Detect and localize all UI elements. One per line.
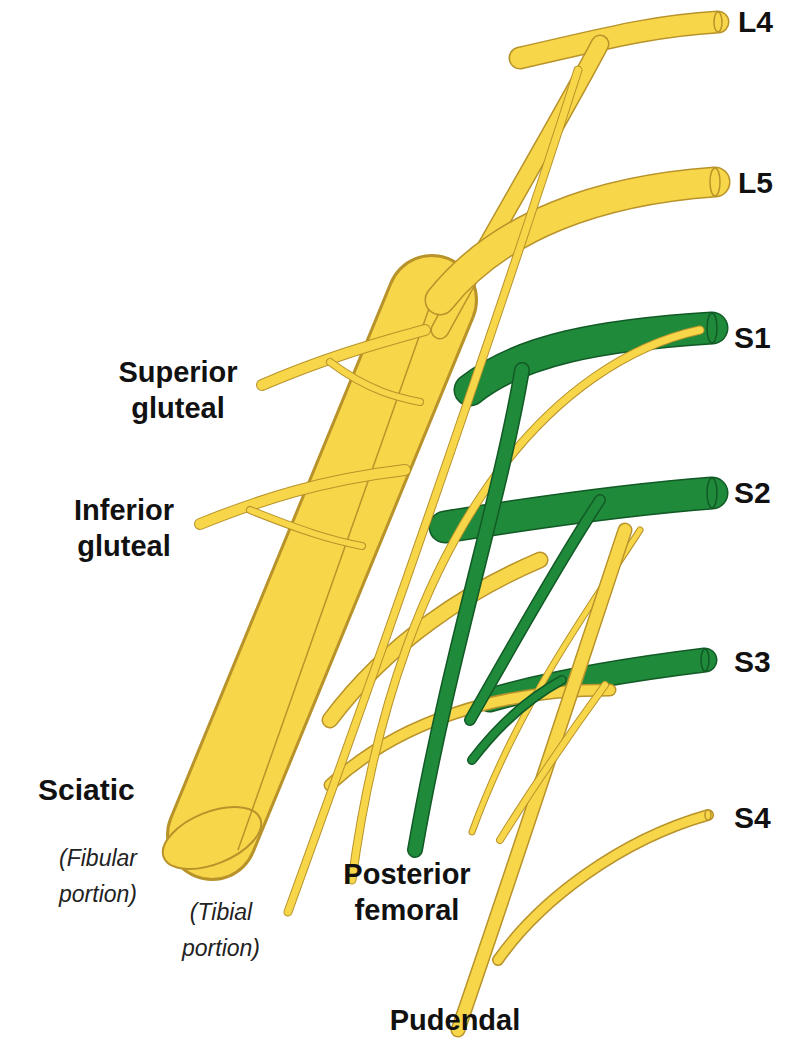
nerve-label: Posterior femoral	[322, 856, 492, 928]
posterior-femoral-nerve	[415, 370, 600, 850]
root-label: S3	[734, 644, 794, 680]
nerve-outline	[330, 362, 420, 402]
nerve-outline	[472, 680, 562, 760]
nerve	[472, 680, 562, 760]
nerve-cut-end	[714, 12, 722, 32]
division-line	[238, 300, 432, 850]
nerve-outline	[440, 182, 715, 300]
root-label: S2	[734, 475, 794, 511]
nerve	[330, 362, 420, 402]
nerve-cut-end	[710, 168, 720, 196]
nerve-outline	[262, 330, 425, 385]
nerve-cut-end	[705, 810, 711, 820]
nerve-outline	[200, 470, 405, 524]
portion-note: (Tibial portion)	[162, 894, 280, 966]
nerve-cut-end	[707, 478, 717, 508]
nerve	[520, 22, 718, 58]
nerve-outline	[250, 510, 362, 546]
root-label: S4	[734, 800, 794, 836]
root-label: S1	[734, 320, 794, 356]
nerve	[250, 510, 362, 546]
nerve-outline	[470, 500, 600, 720]
root-label: L4	[738, 4, 798, 40]
root-cut-ends	[701, 12, 722, 820]
nerve-cut-end	[701, 649, 709, 671]
nerve-outline	[212, 300, 432, 835]
nerve	[352, 330, 700, 880]
nerve-outline	[352, 330, 700, 880]
nerve	[262, 330, 425, 385]
nerve-outline	[415, 370, 522, 850]
nerve	[415, 370, 522, 850]
nerve-label: Superior gluteal	[92, 354, 264, 426]
nerve	[470, 500, 600, 720]
nerve-label: Pudendal	[370, 1002, 540, 1038]
nerve-cut-end	[707, 313, 717, 343]
nerve-outline	[520, 22, 718, 58]
nerve-label: Sciatic	[38, 772, 188, 808]
root-label: L5	[738, 165, 798, 201]
nerve-label: Inferior gluteal	[38, 492, 210, 564]
nerve	[440, 182, 715, 300]
nerve	[212, 300, 432, 835]
portion-note: (Fibular portion)	[36, 840, 160, 912]
yellow-sacral-branches	[288, 70, 708, 1030]
nerve	[200, 470, 405, 524]
